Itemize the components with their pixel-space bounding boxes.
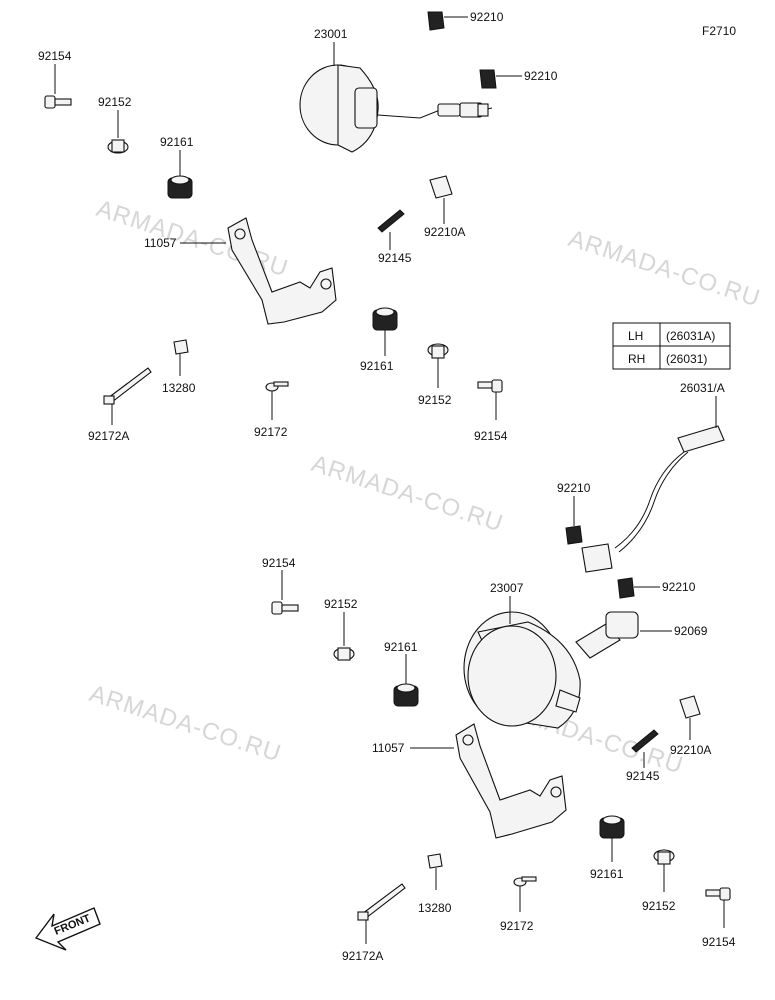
label-11057-1: 11057 <box>144 236 177 250</box>
part-92161-grommet-2[interactable] <box>372 307 398 331</box>
variant-table: LH (26031A) RH (26031) <box>612 322 731 370</box>
part-92161-grommet-4[interactable] <box>599 815 625 839</box>
part-92210A-clip-1[interactable] <box>429 175 453 199</box>
part-92161-grommet-1[interactable] <box>167 175 193 199</box>
label-92145-2: 92145 <box>626 769 660 783</box>
part-92154-bolt-3[interactable] <box>271 601 299 615</box>
part-92161-grommet-3[interactable] <box>393 683 419 707</box>
front-arrow: FRONT <box>34 907 101 951</box>
label-92172-2: 92172 <box>500 919 534 933</box>
label-92152-4: 92152 <box>642 899 676 913</box>
label-92210-3: 92210 <box>557 481 591 495</box>
label-92172A-1: 92172A <box>88 429 129 443</box>
label-92161-4: 92161 <box>590 867 624 881</box>
label-92152-2: 92152 <box>418 393 452 407</box>
part-13280-nut-2[interactable] <box>427 853 443 869</box>
label-92152-3: 92152 <box>324 597 358 611</box>
label-23007: 23007 <box>490 581 524 595</box>
part-11057-bracket-1[interactable] <box>227 217 337 325</box>
part-92154-bolt-2[interactable] <box>477 379 503 393</box>
label-92161-1: 92161 <box>160 135 194 149</box>
variant-side-lh: LH <box>628 329 643 343</box>
label-92210-2: 92210 <box>524 69 558 83</box>
label-92069: 92069 <box>674 624 708 638</box>
label-92145-1: 92145 <box>378 251 412 265</box>
part-92172A-bolt-2[interactable] <box>357 883 406 921</box>
label-92161-2: 92161 <box>360 359 394 373</box>
part-11057-bracket-2[interactable] <box>455 723 567 839</box>
part-92172A-bolt-1[interactable] <box>103 367 152 405</box>
part-23001-small-lamp[interactable] <box>299 64 493 153</box>
label-92210A-1: 92210A <box>424 225 465 239</box>
label-92172-1: 92172 <box>254 425 288 439</box>
label-92154-1: 92154 <box>38 49 72 63</box>
part-92172-screw-2[interactable] <box>513 876 537 887</box>
label-92154-4: 92154 <box>702 935 736 949</box>
label-92210-4: 92210 <box>662 580 696 594</box>
watermark-2: ARMADA-CO.RU <box>565 225 764 312</box>
watermarks: ARMADA-CO.RU ARMADA-CO.RU ARMADA-CO.RU A… <box>86 195 764 779</box>
part-26031-harness[interactable] <box>581 425 725 573</box>
watermark-4: ARMADA-CO.RU <box>86 680 285 767</box>
part-92210-clip-1[interactable] <box>427 11 445 31</box>
variant-side-rh: RH <box>628 352 645 366</box>
part-92210-clip-4[interactable] <box>617 577 635 599</box>
part-13280-nut-1[interactable] <box>173 339 189 355</box>
part-92154-bolt-4[interactable] <box>705 887 731 901</box>
part-92154-bolt-1[interactable] <box>44 95 72 109</box>
variant-part-lh: (26031A) <box>666 329 715 343</box>
label-92210A-2: 92210A <box>670 743 711 757</box>
label-92154-3: 92154 <box>262 556 296 570</box>
part-92152-collar-4[interactable] <box>653 849 675 865</box>
part-92210A-clip-2[interactable] <box>679 695 701 719</box>
part-92145-spring-1[interactable] <box>377 209 405 233</box>
label-11057-2: 11057 <box>372 741 405 755</box>
part-92210-clip-2[interactable] <box>479 69 497 89</box>
part-92210-clip-3[interactable] <box>565 525 583 545</box>
label-92161-3: 92161 <box>384 640 418 654</box>
part-23007-large-lamp[interactable] <box>463 611 581 729</box>
part-92152-collar-1[interactable] <box>107 139 129 154</box>
watermark-3: ARMADA-CO.RU <box>308 450 507 537</box>
label-13280-1: 13280 <box>162 381 196 395</box>
label-13280-2: 13280 <box>418 901 452 915</box>
label-92152-1: 92152 <box>98 95 132 109</box>
part-92172-screw-1[interactable] <box>265 381 289 392</box>
part-92145-spring-2[interactable] <box>631 729 659 753</box>
part-92069-bulb[interactable] <box>575 611 639 659</box>
variant-part-rh: (26031) <box>666 352 707 366</box>
label-92154-2: 92154 <box>474 429 508 443</box>
part-92152-collar-2[interactable] <box>427 343 449 359</box>
label-26031: 26031/A <box>680 381 725 395</box>
part-92152-collar-3[interactable] <box>333 647 355 661</box>
label-23001: 23001 <box>314 27 348 41</box>
label-92172A-2: 92172A <box>342 949 383 963</box>
label-92210-1: 92210 <box>470 10 504 24</box>
figure-code: F2710 <box>702 24 736 38</box>
